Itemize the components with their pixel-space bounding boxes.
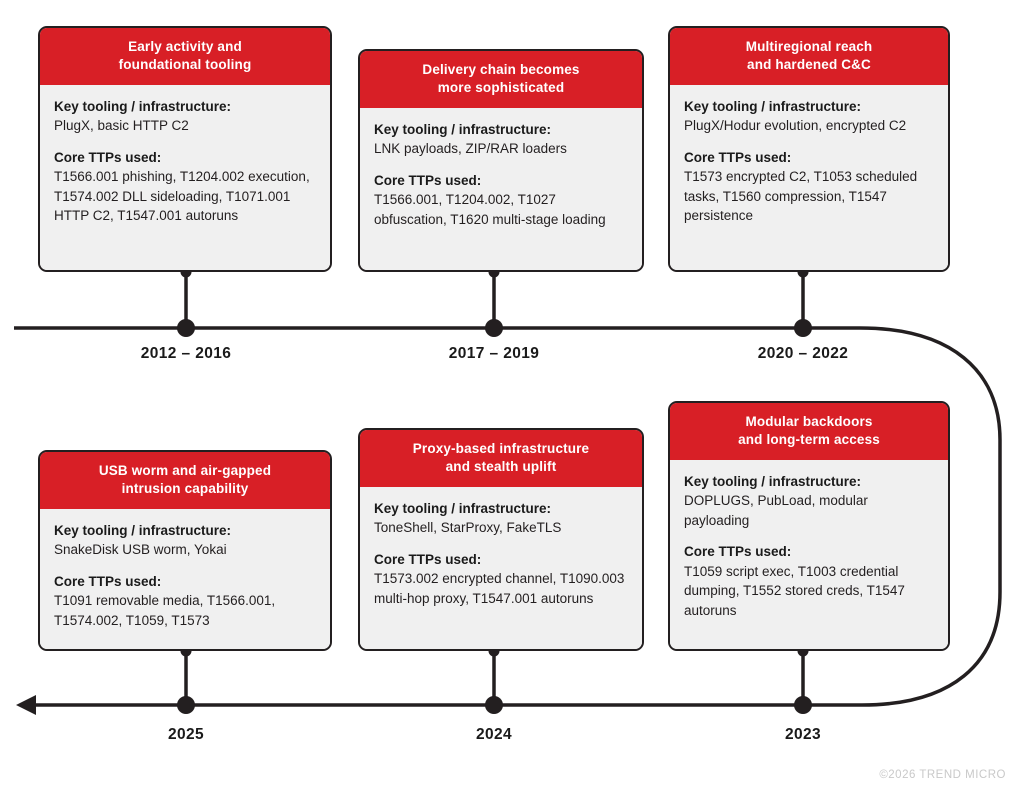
card-header-line-1: Early activity and — [128, 39, 242, 54]
field-value-core-ttps: T1091 removable media, T1566.001, T1574.… — [54, 593, 276, 628]
field-value-key-tooling: SnakeDisk USB worm, Yokai — [54, 542, 227, 558]
copyright-notice: ©2026 TREND MICRO — [879, 769, 1006, 781]
card-body-usb-worm: Key tooling / infrastructure: SnakeDisk … — [40, 508, 330, 649]
field-core-ttps: Core TTPs used: T1573.002 encrypted chan… — [374, 550, 628, 609]
card-header-line-1: Delivery chain becomes — [422, 62, 580, 77]
field-label-key-tooling: Key tooling / infrastructure: — [374, 121, 552, 137]
node-2012-2016 — [177, 319, 195, 337]
timeline-card-multiregional-reach[interactable]: Multiregional reach and hardened C&C Key… — [668, 26, 950, 272]
field-value-key-tooling: DOPLUGS, PubLoad, modular payloading — [684, 493, 868, 528]
year-label-2024: 2024 — [475, 726, 513, 743]
field-label-key-tooling: Key tooling / infrastructure: — [684, 473, 862, 489]
card-header-delivery-chain: Delivery chain becomes more sophisticate… — [360, 51, 642, 108]
card-header-line-2: and stealth uplift — [445, 458, 557, 474]
field-value-core-ttps: T1566.001, T1204.002, T1027 obfuscation,… — [374, 192, 606, 227]
field-key-tooling: Key tooling / infrastructure: PlugX/Hodu… — [684, 97, 934, 136]
card-header-usb-worm: USB worm and air-gapped intrusion capabi… — [40, 452, 330, 509]
card-header-line-2: more sophisticated — [437, 79, 565, 95]
field-label-core-ttps: Core TTPs used: — [54, 149, 162, 165]
field-value-key-tooling: ToneShell, StarProxy, FakeTLS — [374, 520, 562, 536]
timeline-card-delivery-chain[interactable]: Delivery chain becomes more sophisticate… — [358, 49, 644, 272]
arrow-left-icon — [16, 695, 36, 715]
card-header-line-1: Proxy-based infrastructure — [412, 441, 590, 456]
timeline-card-early-activity[interactable]: Early activity and foundational tooling … — [38, 26, 332, 272]
card-header-multiregional-reach: Multiregional reach and hardened C&C — [670, 28, 948, 85]
field-label-core-ttps: Core TTPs used: — [684, 149, 792, 165]
timeline-card-modular-backdoors[interactable]: Modular backdoors and long-term access K… — [668, 401, 950, 651]
field-key-tooling: Key tooling / infrastructure: ToneShell,… — [374, 499, 628, 538]
field-label-core-ttps: Core TTPs used: — [374, 172, 482, 188]
year-label-2025: 2025 — [167, 726, 205, 743]
field-core-ttps: Core TTPs used: T1566.001, T1204.002, T1… — [374, 171, 628, 230]
node-2020-2022 — [794, 319, 812, 337]
field-value-key-tooling: LNK payloads, ZIP/RAR loaders — [374, 141, 567, 157]
year-label-2017-2019: 2017 – 2019 — [448, 345, 540, 362]
card-header-modular-backdoors: Modular backdoors and long-term access — [670, 403, 948, 460]
card-body-modular-backdoors: Key tooling / infrastructure: DOPLUGS, P… — [670, 459, 948, 649]
field-key-tooling: Key tooling / infrastructure: SnakeDisk … — [54, 521, 316, 560]
field-label-key-tooling: Key tooling / infrastructure: — [54, 522, 232, 538]
field-value-core-ttps: T1059 script exec, T1003 credential dump… — [684, 563, 905, 618]
field-label-core-ttps: Core TTPs used: — [374, 551, 482, 567]
card-body-proxy-based: Key tooling / infrastructure: ToneShell,… — [360, 486, 642, 649]
field-key-tooling: Key tooling / infrastructure: PlugX, bas… — [54, 97, 316, 136]
field-core-ttps: Core TTPs used: T1573 encrypted C2, T105… — [684, 148, 934, 226]
field-core-ttps: Core TTPs used: T1091 removable media, T… — [54, 572, 316, 631]
field-label-key-tooling: Key tooling / infrastructure: — [54, 98, 232, 114]
field-label-key-tooling: Key tooling / infrastructure: — [684, 98, 862, 114]
field-key-tooling: Key tooling / infrastructure: LNK payloa… — [374, 120, 628, 159]
field-value-key-tooling: PlugX, basic HTTP C2 — [54, 118, 189, 134]
timeline-card-usb-worm[interactable]: USB worm and air-gapped intrusion capabi… — [38, 450, 332, 651]
card-header-line-2: and long-term access — [738, 431, 880, 447]
field-value-core-ttps: T1573 encrypted C2, T1053 scheduled task… — [684, 169, 918, 224]
year-label-2012-2016: 2012 – 2016 — [140, 345, 232, 362]
card-header-line-1: Modular backdoors — [745, 414, 873, 429]
card-header-line-1: Multiregional reach — [745, 39, 873, 54]
field-key-tooling: Key tooling / infrastructure: DOPLUGS, P… — [684, 472, 934, 531]
card-header-line-1: USB worm and air-gapped — [98, 463, 272, 478]
timeline-card-proxy-based[interactable]: Proxy-based infrastructure and stealth u… — [358, 428, 644, 651]
card-body-delivery-chain: Key tooling / infrastructure: LNK payloa… — [360, 107, 642, 270]
node-2023 — [794, 696, 812, 714]
field-core-ttps: Core TTPs used: T1059 script exec, T1003… — [684, 542, 934, 620]
field-value-core-ttps: T1573.002 encrypted channel, T1090.003 m… — [374, 571, 625, 606]
card-body-early-activity: Key tooling / infrastructure: PlugX, bas… — [40, 84, 330, 270]
year-label-2023: 2023 — [784, 726, 822, 743]
field-label-core-ttps: Core TTPs used: — [54, 573, 162, 589]
card-header-line-2: foundational tooling — [118, 56, 252, 72]
field-value-core-ttps: T1566.001 phishing, T1204.002 execution,… — [54, 169, 310, 224]
year-label-2020-2022: 2020 – 2022 — [757, 345, 849, 362]
node-2025 — [177, 696, 195, 714]
field-core-ttps: Core TTPs used: T1566.001 phishing, T120… — [54, 148, 316, 226]
card-header-early-activity: Early activity and foundational tooling — [40, 28, 330, 85]
field-label-key-tooling: Key tooling / infrastructure: — [374, 500, 552, 516]
field-label-core-ttps: Core TTPs used: — [684, 544, 792, 560]
node-2024 — [485, 696, 503, 714]
card-header-line-2: and hardened C&C — [747, 56, 871, 72]
card-header-proxy-based: Proxy-based infrastructure and stealth u… — [360, 430, 642, 487]
field-value-key-tooling: PlugX/Hodur evolution, encrypted C2 — [684, 118, 907, 134]
card-header-line-2: intrusion capability — [121, 480, 249, 496]
card-body-multiregional-reach: Key tooling / infrastructure: PlugX/Hodu… — [670, 84, 948, 270]
node-2017-2019 — [485, 319, 503, 337]
